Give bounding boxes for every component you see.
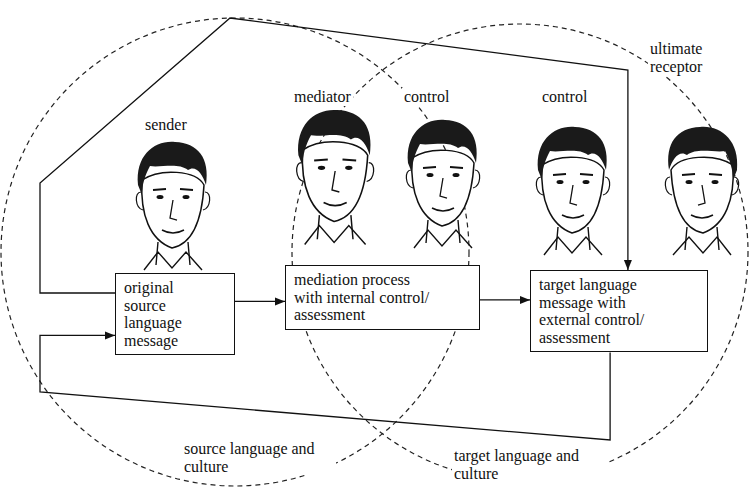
culture-label: target language and culture: [452, 447, 606, 482]
person-label: ultimate receptor: [648, 40, 732, 75]
box-text: target language message with external co…: [539, 276, 661, 346]
process-box: original source language message: [115, 273, 235, 355]
control-face: [406, 120, 479, 248]
sender-face: [136, 142, 209, 270]
box-text: original source language message: [124, 279, 196, 349]
person-label: sender: [143, 116, 189, 134]
control-face: [536, 127, 609, 255]
receptor-face: [665, 127, 738, 255]
mediator-face: [297, 110, 374, 245]
person-label: control: [402, 88, 451, 106]
culture-label: source language and culture: [182, 440, 336, 475]
target-culture-circle: [292, 24, 748, 480]
feedback-arrow: [40, 18, 628, 293]
person-label: mediator: [292, 88, 353, 106]
person-label: control: [540, 88, 589, 106]
source-culture-circle: [1, 18, 469, 486]
box-text: mediation process with internal control/…: [294, 271, 436, 324]
process-box: target language message with external co…: [530, 270, 708, 352]
feedback-arrow: [480, 299, 530, 300]
feedback-arrow: [235, 301, 285, 302]
process-box: mediation process with internal control/…: [285, 265, 480, 330]
